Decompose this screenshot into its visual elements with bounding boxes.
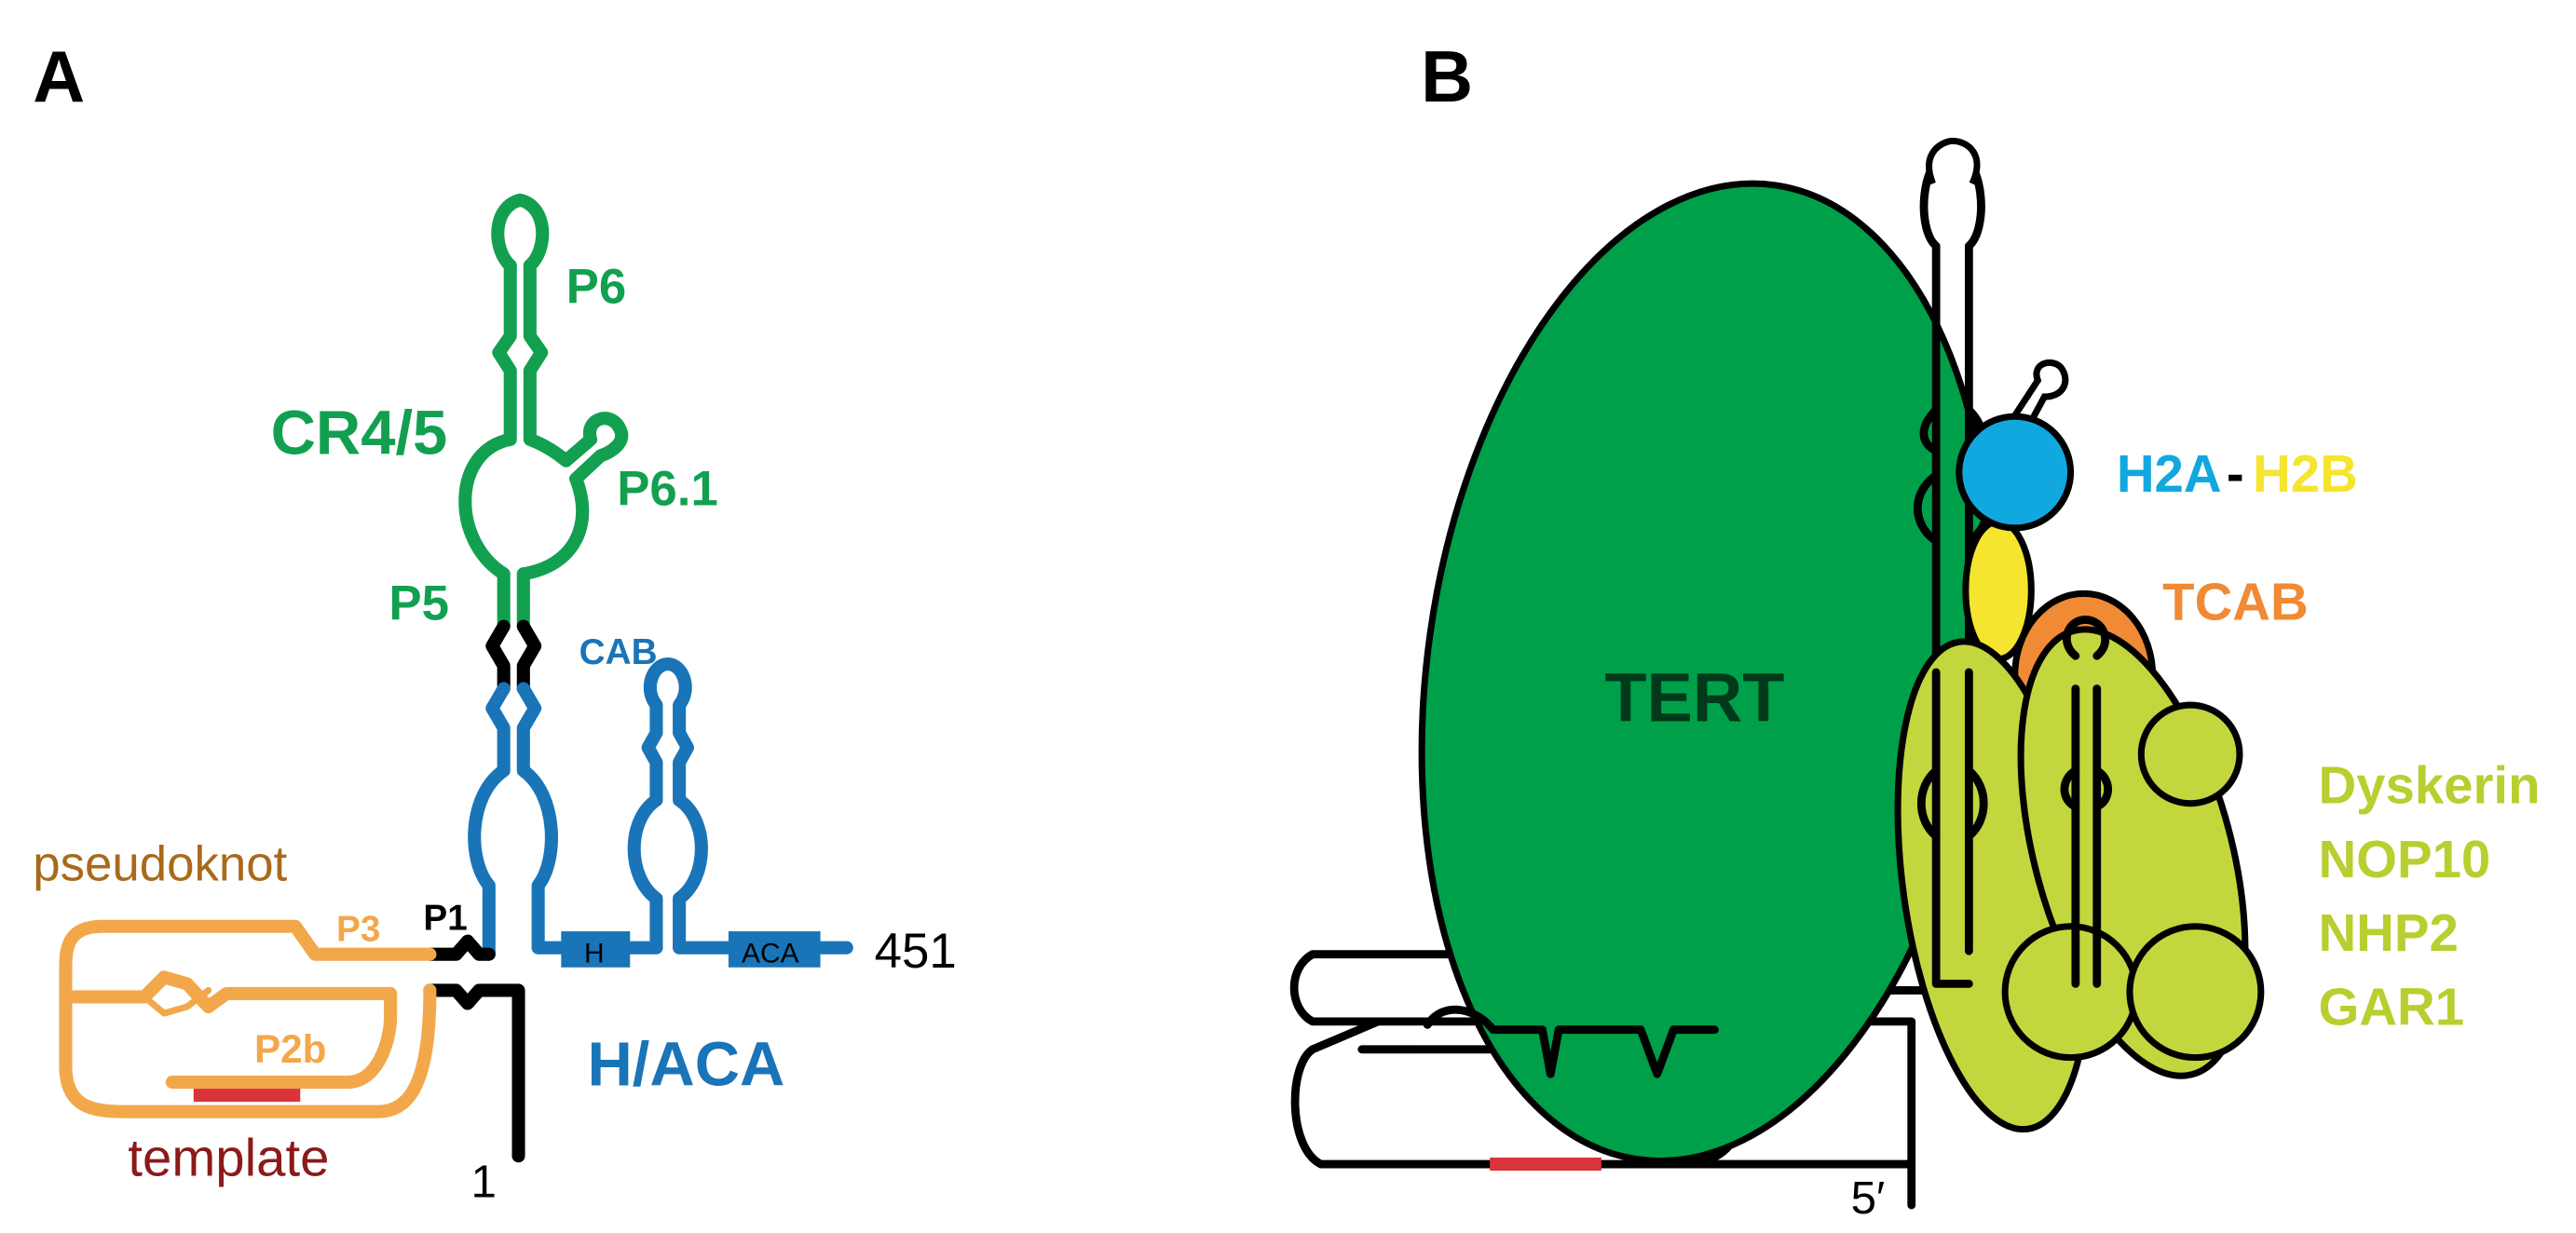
- gar1-label: GAR1: [2318, 977, 2464, 1036]
- p6-left-strand: [458, 259, 517, 633]
- cab-hairpin: [627, 657, 708, 955]
- p2b-label: P2b: [254, 1027, 327, 1071]
- haca-rna-outline: [1916, 616, 2112, 988]
- gar1-right: [2126, 923, 2265, 1062]
- p5-label: P5: [388, 576, 449, 631]
- p1-upper: [423, 934, 496, 961]
- h-box: [561, 931, 631, 968]
- p6-1-label: P6.1: [617, 461, 718, 516]
- p5-right-strand: [516, 472, 590, 633]
- aca-box: [728, 931, 821, 968]
- p3-label: P3: [336, 910, 380, 950]
- panel-a: A H: [33, 37, 957, 1207]
- h2b-label: H2B: [2253, 444, 2358, 503]
- p6-1-hairpin: [569, 412, 629, 486]
- cab-label: CAB: [579, 632, 658, 672]
- template-label: template: [128, 1128, 329, 1186]
- haca-label: H/ACA: [587, 1030, 784, 1100]
- p6-right-strand: [523, 259, 598, 467]
- h2a-h2b-dash: -: [2227, 444, 2244, 503]
- haca-left-stem-a: [468, 682, 511, 961]
- h2a-label: H2A: [2117, 444, 2222, 503]
- tert-label: TERT: [1604, 659, 1784, 737]
- nop10-label: NOP10: [2318, 830, 2490, 888]
- p1-lower: [423, 983, 525, 1163]
- h2a-protein: [1956, 413, 2075, 532]
- p1-label: P1: [423, 898, 467, 938]
- dyskerin-label: Dyskerin: [2318, 756, 2540, 815]
- p2b-inner: [141, 986, 212, 1017]
- pseudoknot-domain: [59, 919, 437, 1118]
- tcab-label: TCAB: [2162, 573, 2308, 631]
- five-prime-label: 5′: [1851, 1172, 1886, 1224]
- nhp2-lobe: [2137, 701, 2243, 807]
- h-box-label: H: [584, 938, 605, 969]
- p6-label: P6: [566, 260, 627, 315]
- pseudoknot-label: pseudoknot: [33, 836, 287, 891]
- nhp2-label: NHP2: [2318, 903, 2458, 962]
- template-bar-b: [1490, 1158, 1601, 1172]
- p1-region: [423, 934, 525, 1163]
- haca-domain: [468, 657, 853, 961]
- panel-b: B: [1289, 37, 2541, 1224]
- pseudoknot-outer-loop: [59, 919, 437, 1118]
- top-hairpin-cap: [1926, 137, 1981, 185]
- gar1-left: [2001, 923, 2140, 1062]
- p6-hairpin-loop: [491, 193, 550, 273]
- panel-a-label: A: [33, 37, 85, 117]
- end-451-label: 451: [875, 924, 957, 979]
- panel-b-label: B: [1421, 37, 1473, 117]
- cr45-label: CR4/5: [271, 399, 448, 468]
- haca-left-stem-b: [516, 682, 558, 955]
- p2b-strand: [67, 970, 398, 1090]
- end-1-label: 1: [470, 1156, 496, 1207]
- cr45-domain: [458, 193, 629, 633]
- p5-bulge: [485, 619, 542, 696]
- aca-box-label: ACA: [742, 938, 799, 969]
- template-bar: [193, 1089, 301, 1103]
